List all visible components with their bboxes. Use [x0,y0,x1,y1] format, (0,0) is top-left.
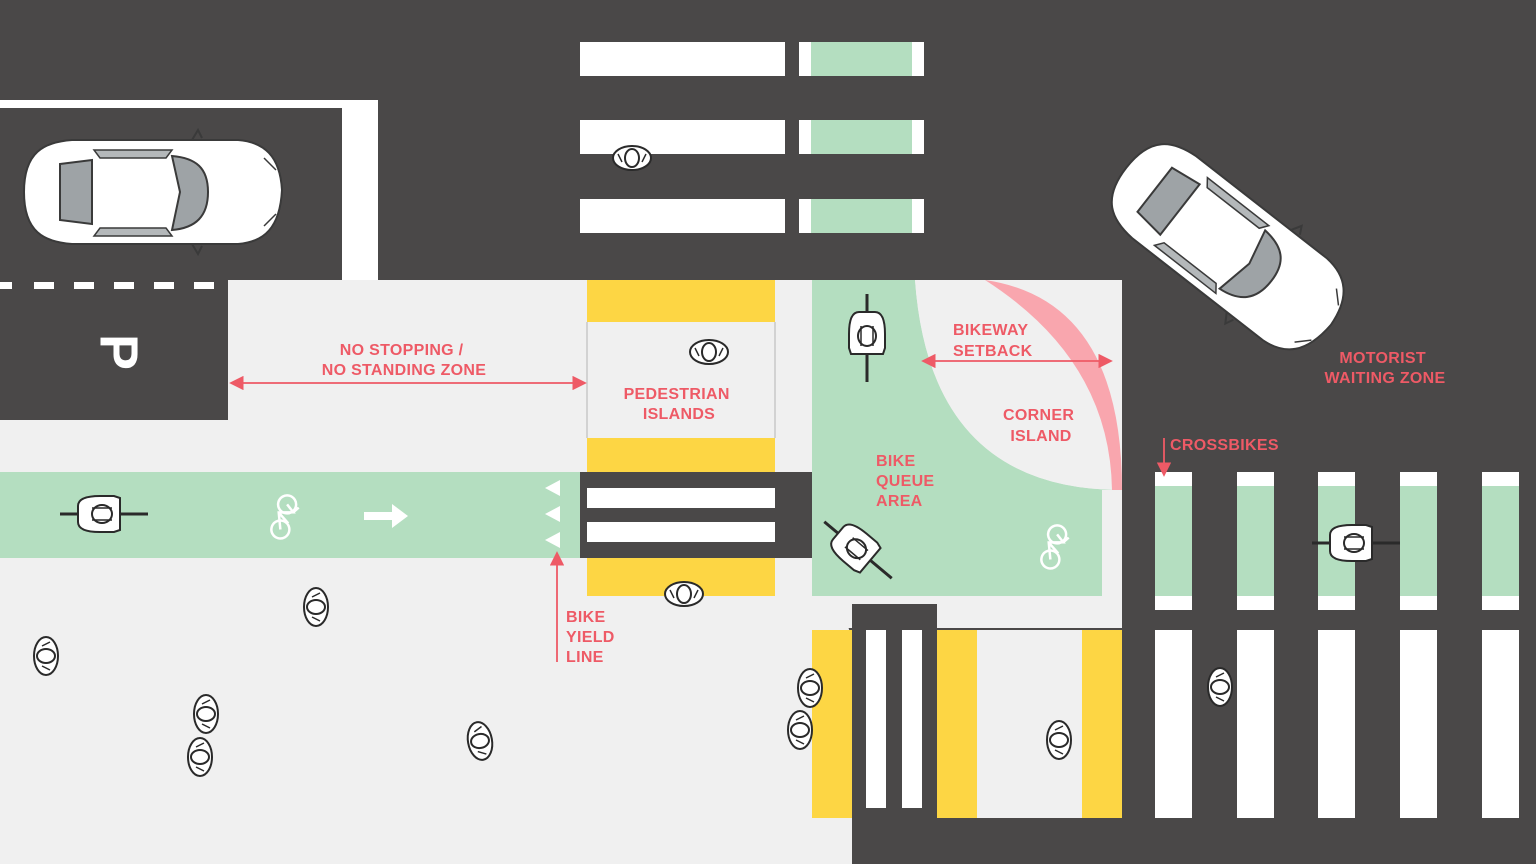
island-yellow-lower-left [812,630,852,818]
yield-triangle-icon [545,480,560,548]
crosswalk-bar [866,630,886,808]
island-yellow-mid [587,438,775,472]
crosswalk-bar [587,522,775,542]
island-yellow-lower-right [1082,630,1122,818]
bike-queue-edge [1102,490,1122,600]
bikeway-setback-label: BIKEWAY SETBACK [953,322,1033,360]
pedestrian-icon [689,339,729,365]
pedestrian-icon [612,145,652,171]
motorist-waiting-zone-label: MOTORIST WAITING ZONE [1325,350,1446,387]
right-crosswalk [1155,630,1519,818]
bike-yield-line-label: BIKE YIELD LINE [566,609,619,666]
island-yellow-lower [937,630,977,818]
crosswalk-bar [587,488,775,508]
pedestrian-icon [797,668,823,708]
lower-road [852,604,937,864]
bike-queue-area-label: BIKE QUEUE AREA [876,453,939,510]
pedestrian-icon [664,581,704,607]
right-crossbikes [1155,472,1519,610]
parking-block [0,280,228,420]
top-crossbike [799,42,924,233]
crossbikes-label: CROSSBIKES [1170,437,1279,454]
arrow-right-icon [364,504,408,528]
pedestrian-icon [33,636,59,676]
bike-queue-area [812,280,1122,596]
top-crosswalk [580,42,785,233]
pedestrian-icon [1046,720,1072,760]
pedestrian-icon [303,587,329,627]
crosswalk-road-cut [580,472,812,558]
pedestrian-islands-label: PEDESTRIAN ISLANDS [624,386,735,423]
crosswalk-bar [902,630,922,808]
pedestrian-icon [1207,667,1233,707]
pedestrian-icon [187,737,213,777]
parking-letter: P [89,334,149,370]
pedestrian-icon [193,694,219,734]
island-yellow-top [587,280,775,322]
corner-island-label: CORNER ISLAND [1003,407,1079,445]
parking-dashed-line [0,282,214,289]
no-stopping-label: NO STOPPING / NO STANDING ZONE [322,342,487,379]
bikeway-setback [985,280,1122,490]
pedestrian-icon [787,710,813,750]
car-icon [23,129,283,255]
